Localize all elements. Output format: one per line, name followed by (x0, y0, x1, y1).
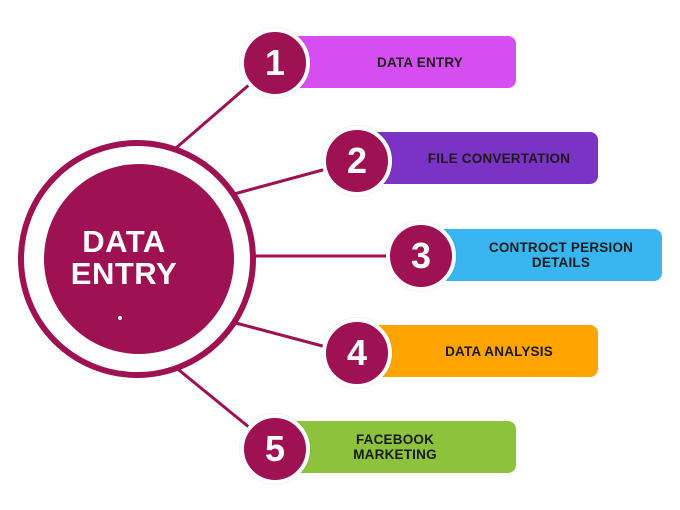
item-number-badge-2: 2 (322, 126, 392, 196)
item-label-facebook-marketing: FACEBOOK MARKETING (353, 432, 437, 462)
item-number-badge-5: 5 (240, 414, 310, 484)
connector-line-2 (233, 166, 331, 196)
hub-circle (44, 164, 234, 354)
item-number-3: 3 (410, 235, 432, 276)
item-bar-file-convertation: FILE CONVERTATION (366, 132, 598, 184)
item-label-data-entry: DATA ENTRY (377, 54, 463, 70)
hub-title-line-1: DATA (82, 224, 166, 259)
item-number-5: 5 (264, 428, 286, 469)
connector-line-1 (175, 82, 251, 150)
item-number-badge-4: 4 (322, 318, 392, 388)
item-label-controct-persion-details: CONTROCT PERSION DETAILS (488, 240, 634, 270)
connector-line-5 (173, 364, 251, 430)
hub-title-line-2: ENTRY (70, 256, 178, 291)
item-label-data-analysis: DATA ANALYSIS (445, 343, 553, 359)
item-number-1: 1 (264, 42, 286, 83)
item-bar-facebook-marketing: FACEBOOK MARKETING (290, 421, 516, 473)
item-number-2: 2 (346, 140, 368, 181)
item-number-4: 4 (346, 332, 368, 373)
item-number-badge-3: 3 (386, 221, 456, 291)
item-bar-controct-persion-details: CONTROCT PERSION DETAILS (426, 229, 662, 281)
item-bar-data-entry: DATA ENTRY (290, 36, 516, 88)
connector-line-4 (231, 320, 331, 350)
item-number-badge-1: 1 (240, 28, 310, 98)
hub-dot (118, 316, 122, 320)
hub-title: DATA ENTRY (44, 226, 204, 290)
item-label-file-convertation: FILE CONVERTATION (427, 150, 571, 166)
item-bar-data-analysis: DATA ANALYSIS (366, 325, 598, 377)
